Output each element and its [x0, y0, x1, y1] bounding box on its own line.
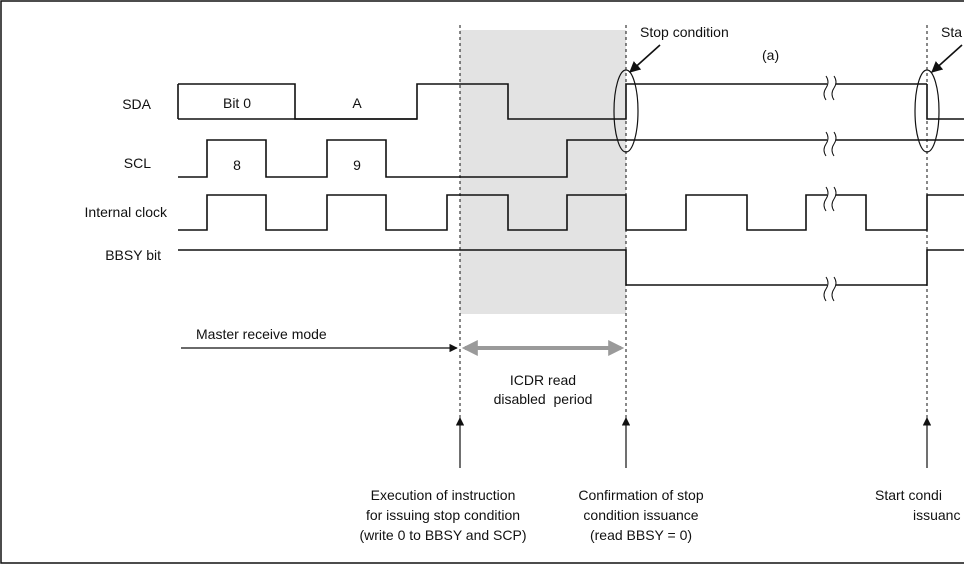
start-issue-line1: Start condi: [875, 487, 942, 503]
stop-condition-arrow: [629, 44, 661, 73]
sda-bit0-label: Bit 0: [223, 95, 251, 111]
icdr-disabled-label-line1: ICDR read: [510, 372, 576, 388]
confirm-stop-line2: condition issuance: [583, 507, 698, 523]
execute-stop-line2: for issuing stop condition: [366, 507, 520, 523]
scl-clock-8: 8: [233, 157, 241, 173]
bbsy-waveform: [178, 249, 964, 286]
scl-waveform: [178, 139, 964, 178]
icdr-disabled-shading: [460, 30, 626, 314]
execute-stop-line3: (write 0 to BBSY and SCP): [359, 527, 526, 543]
sda-waveform: [177, 83, 964, 120]
sda-ack-label: A: [352, 95, 362, 111]
sda-label: SDA: [122, 96, 151, 112]
time-break-marks: [823, 75, 837, 302]
confirm-stop-line1: Confirmation of stop: [578, 487, 703, 503]
start-condition-ellipse: [914, 69, 940, 153]
start-condition-arrow: [931, 44, 963, 73]
scl-clock-9: 9: [353, 157, 361, 173]
start-issue-line2: issuanc: [913, 507, 960, 523]
stop-condition-marker: (a): [762, 47, 779, 63]
start-condition-label: Sta: [941, 24, 962, 40]
bbsy-bit-label: BBSY bit: [105, 247, 161, 263]
icdr-disabled-label-line2: disabled period: [494, 391, 593, 407]
internal-clock-waveform: [178, 194, 964, 231]
internal-clock-label: Internal clock: [85, 204, 168, 220]
stop-condition-label: Stop condition: [640, 24, 729, 40]
stop-condition-ellipse: [613, 69, 639, 153]
scl-label: SCL: [124, 155, 151, 171]
confirm-stop-line3: (read BBSY = 0): [590, 527, 692, 543]
execute-stop-line1: Execution of instruction: [371, 487, 516, 503]
master-receive-mode-label: Master receive mode: [196, 326, 327, 342]
